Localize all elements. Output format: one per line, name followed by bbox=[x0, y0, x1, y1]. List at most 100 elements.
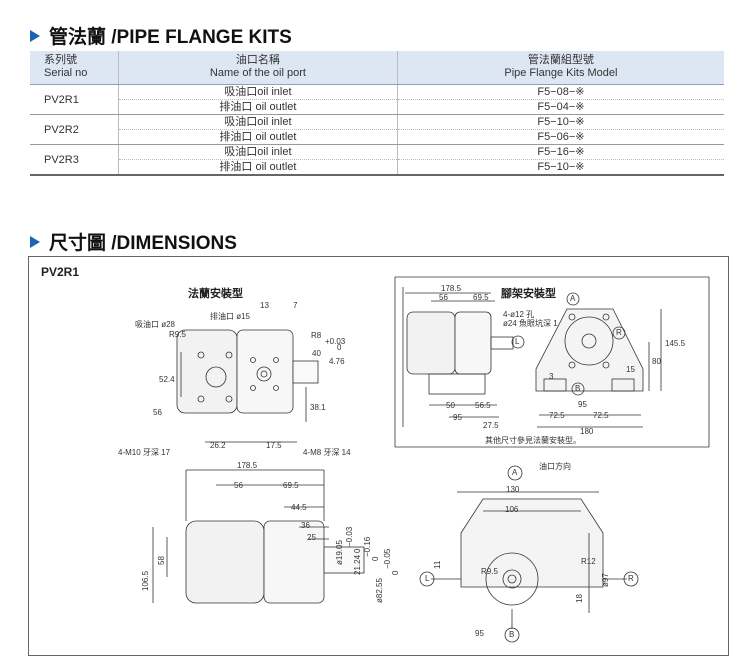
dimension-label: ø24 魚眼坑深 1 bbox=[503, 319, 558, 328]
dimensions-heading: 尺寸圖 /DIMENSIONS bbox=[30, 228, 237, 255]
dimension-label: 56 bbox=[234, 481, 243, 490]
dimension-label: 180 bbox=[580, 427, 594, 436]
flange-kits-heading: 管法蘭 /PIPE FLANGE KITS bbox=[30, 22, 292, 49]
table-row: PV2R3 吸油口oil inlet F5−16−※ bbox=[30, 144, 724, 176]
dimension-label: 44.5 bbox=[291, 503, 307, 512]
dimension-label: R8 bbox=[311, 331, 322, 340]
dimension-label: 72.5 bbox=[549, 411, 565, 420]
flange-mount-drawing bbox=[176, 329, 319, 443]
port-cell: 吸油口oil inlet bbox=[118, 84, 398, 100]
callout-b: B bbox=[509, 630, 515, 639]
flange-mount-title: 法蘭安裝型 bbox=[188, 288, 243, 300]
dimension-label: 80 bbox=[652, 357, 661, 366]
dimension-label: ø82.55 bbox=[375, 578, 384, 603]
serial-cell: PV2R2 bbox=[30, 114, 119, 145]
oil-port-direction-label: 油口方向 bbox=[539, 462, 571, 471]
dimension-label: 36 bbox=[301, 521, 310, 530]
dimension-label: 95 bbox=[578, 400, 587, 409]
table-row: 排油口 oil outlet F5−04−※ bbox=[30, 99, 724, 115]
foot-mount-title: 腳架安裝型 bbox=[501, 288, 556, 300]
model-cell: F5−06−※ bbox=[396, 129, 724, 145]
dimension-label: 38.1 bbox=[310, 403, 326, 412]
main-side-drawing bbox=[152, 469, 365, 604]
dimension-label: 145.5 bbox=[665, 339, 686, 348]
dimension-label: 0 bbox=[391, 570, 400, 575]
table-row: 排油口 oil outlet F5−06−※ bbox=[30, 129, 724, 145]
dimension-label: 25 bbox=[307, 533, 316, 542]
dimension-label: R9.5 bbox=[169, 330, 186, 339]
dimension-label: 40 bbox=[312, 349, 321, 358]
main-front-drawing bbox=[431, 491, 627, 629]
dimension-label: 4-M8 牙深 14 bbox=[303, 448, 351, 457]
dimension-label: 56 bbox=[153, 408, 162, 417]
dimension-label: ø19.05 bbox=[335, 540, 344, 565]
port-cell: 吸油口oil inlet bbox=[118, 114, 398, 130]
port-cell: 排油口 oil outlet bbox=[118, 159, 398, 176]
dimension-label: 95 bbox=[475, 629, 484, 638]
serial-cell: PV2R1 bbox=[30, 84, 119, 115]
dimension-label: −0.16 bbox=[363, 536, 372, 557]
model-cell: F5−08−※ bbox=[396, 84, 724, 100]
dimension-label: 13 bbox=[260, 301, 269, 310]
callout-l: L bbox=[425, 574, 430, 583]
dimension-label: −0.03 bbox=[345, 526, 354, 547]
dimension-label: 69.5 bbox=[283, 481, 299, 490]
dimension-label: 0 bbox=[371, 556, 380, 561]
dimension-label: 4.76 bbox=[329, 357, 345, 366]
dimension-drawings bbox=[152, 276, 710, 643]
dimension-label: 17.5 bbox=[266, 441, 282, 450]
model-cell: F5−16−※ bbox=[396, 144, 724, 160]
foot-mount-note: 其他尺寸參見法蘭安裝型。 bbox=[485, 436, 581, 445]
dimension-label: +0.03 bbox=[325, 337, 346, 346]
foot-mount-front-drawing bbox=[394, 276, 710, 448]
model-label: PV2R1 bbox=[41, 265, 80, 279]
dimension-label: −0.05 bbox=[383, 548, 392, 569]
callout-b: B bbox=[575, 384, 581, 393]
model-cell: F5−10−※ bbox=[396, 114, 724, 130]
dimension-label: 130 bbox=[506, 485, 520, 494]
dimension-label: 95 bbox=[453, 413, 462, 422]
dimension-label: 26.2 bbox=[210, 441, 226, 450]
dimension-label: 69.5 bbox=[473, 293, 489, 302]
port-cell: 排油口 oil outlet bbox=[118, 99, 398, 115]
dimension-label: 15 bbox=[626, 365, 635, 374]
dimension-label: 72.5 bbox=[593, 411, 609, 420]
dimension-label: 吸油口 ø28 bbox=[135, 320, 176, 329]
dimension-label: 106 bbox=[505, 505, 519, 514]
callout-r: R bbox=[628, 574, 634, 583]
dimension-label: 52.4 bbox=[159, 375, 175, 384]
callout-a: A bbox=[570, 294, 576, 303]
dimension-label: 0 bbox=[353, 548, 362, 553]
callout-l: L bbox=[515, 337, 520, 346]
dimension-label: 58 bbox=[157, 556, 166, 565]
flange-kits-title: 管法蘭 /PIPE FLANGE KITS bbox=[49, 27, 292, 48]
table-row: 排油口 oil outlet F5−10−※ bbox=[30, 159, 724, 176]
dimension-label: 4-M10 牙深 17 bbox=[118, 448, 171, 457]
dimension-label: 排油口 ø15 bbox=[210, 312, 251, 321]
dimensions-panel: PV2R1 bbox=[28, 256, 729, 656]
dimension-label: ø97 bbox=[601, 573, 610, 587]
dimension-label: 11 bbox=[433, 560, 442, 569]
dimension-label: 7 bbox=[293, 301, 298, 310]
triangle-bullet-icon bbox=[30, 235, 40, 248]
table-row: PV2R1 吸油口oil inlet F5−08−※ bbox=[30, 84, 724, 115]
callout-a: A bbox=[512, 468, 518, 477]
dimension-label: 106.5 bbox=[141, 570, 150, 591]
port-cell: 排油口 oil outlet bbox=[118, 129, 398, 145]
model-cell: F5−10−※ bbox=[396, 159, 724, 176]
dimension-label: 56.5 bbox=[475, 401, 491, 410]
dimension-label: 21.24 bbox=[353, 554, 362, 575]
dimension-label: 27.5 bbox=[483, 421, 499, 430]
dimension-label: 178.5 bbox=[441, 284, 462, 293]
foot-mount-side-drawing bbox=[402, 287, 514, 427]
dimension-label: 4-ø12 孔 bbox=[503, 310, 535, 319]
dimension-label: 178.5 bbox=[237, 461, 258, 470]
dimension-label: 0 bbox=[337, 343, 342, 352]
serial-cell: PV2R3 bbox=[30, 144, 119, 176]
dimensions-title: 尺寸圖 /DIMENSIONS bbox=[49, 233, 237, 254]
port-cell: 吸油口oil inlet bbox=[118, 144, 398, 160]
dimension-label: 50 bbox=[446, 401, 455, 410]
